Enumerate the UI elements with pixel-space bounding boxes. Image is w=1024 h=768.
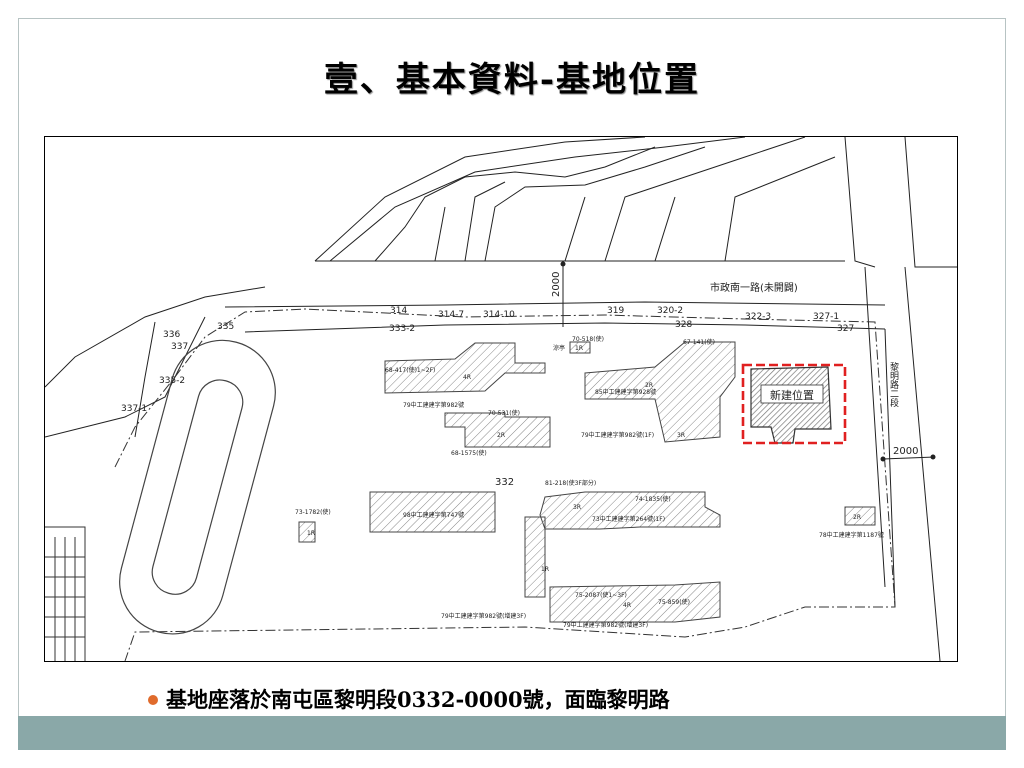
bullet-item: 基地座落於南屯區黎明段0332-0000號，面臨黎明路 (148, 684, 958, 714)
b8-code2: 75-859(使) (658, 598, 690, 606)
lot-335-2: 335-2 (159, 376, 185, 386)
lot-314-7: 314-7 (438, 310, 464, 320)
b6-floor: 1R (307, 530, 315, 537)
b7-permit: 73中工建建字第264號(1F) (592, 515, 665, 523)
bottom-bar (18, 716, 1006, 750)
new-site-label: 新建位置 (770, 388, 814, 402)
road-label-top: 市政南一路(未開闢) (710, 281, 798, 294)
bullet-icon (148, 694, 158, 705)
lot-314-10: 314-10 (483, 310, 515, 320)
buildings (298, 341, 876, 623)
campus-boundary (114, 308, 896, 661)
building-1 (384, 342, 546, 394)
b9-floor: 2R (853, 514, 861, 521)
b1-permit: 79中工建建字第982號 (403, 401, 464, 409)
b4-code: 67-141(使) (683, 338, 715, 346)
page-title: 壹、基本資料-基地位置 (323, 60, 701, 100)
lot-327: 327 (837, 324, 854, 334)
b6-code: 73-1782(使) (295, 508, 331, 516)
b7-floor: 3R (573, 504, 581, 511)
b3-floor: 1R (575, 345, 583, 352)
hillside-parcels (45, 137, 957, 438)
building-labels: 68-417(使)1~2F) 4R 79中工建建字第982號 70-531(使)… (295, 335, 884, 629)
lot-337: 337 (171, 342, 188, 352)
road-width-top: 2000 (551, 272, 562, 297)
building-8 (549, 581, 721, 623)
building-6 (298, 521, 316, 543)
lot-314: 314 (390, 306, 407, 316)
b7-code2: 74-1835(使) (635, 495, 671, 503)
dimension-markers: 2000 2000 (551, 261, 936, 462)
b8-code: 75-2087(使1~3F) (575, 591, 627, 599)
roads (224, 261, 941, 661)
b7-left-floor: 1R (541, 566, 549, 573)
site-location-map: 新建位置 2000 2000 市政南一路(未開闢) 黎明路二段 314 314-… (44, 136, 958, 662)
building-2 (444, 412, 551, 448)
b3-sub: 涼亭 (553, 344, 565, 352)
building-5 (369, 491, 496, 533)
building-9 (844, 506, 876, 526)
lot-332: 332 (495, 477, 514, 488)
b4-floor: 2R (645, 382, 653, 389)
running-track (119, 339, 276, 635)
lot-335: 335 (217, 322, 234, 332)
b4-permit2: 79中工建建字第982號(1F) (581, 431, 654, 439)
b8-permit1: 79中工建建字第982號(增建3F) (441, 612, 526, 620)
road-width-right: 2000 (893, 446, 918, 457)
b7-code: 81-218(使3F部分) (545, 479, 596, 487)
b2-floor: 2R (497, 432, 505, 439)
lot-320-2: 320-2 (657, 306, 683, 316)
lot-327-1: 327-1 (813, 312, 839, 322)
b2-sub: 68-1575(使) (451, 449, 487, 457)
b2-code: 70-531(使) (488, 409, 520, 417)
building-7-left (524, 516, 546, 598)
new-site-marker: 新建位置 (741, 363, 847, 445)
b4-permit: 85中工建建字第928號 (595, 388, 656, 396)
left-parcel-grid (45, 526, 86, 661)
lot-numbers: 314 314-7 314-10 319 320-2 322-3 327-1 3… (121, 306, 854, 488)
lot-337-1: 337-1 (121, 404, 147, 414)
b9-permit: 78中工建建字第1187號 (819, 531, 884, 539)
building-7 (539, 491, 721, 530)
b4-floor2: 3R (677, 432, 685, 439)
building-3 (569, 341, 591, 354)
b8-floor: 4R (623, 602, 631, 609)
bullet-text: 基地座落於南屯區黎明段0332-0000號，面臨黎明路 (166, 687, 670, 712)
lot-322-3: 322-3 (745, 312, 771, 322)
b1-code: 68-417(使)1~2F) (385, 366, 435, 374)
b8-permit2: 79中工建建字第982號(增建3F) (563, 621, 648, 629)
road-label-right: 黎明路二段 (888, 361, 899, 408)
site-plan-drawing: 新建位置 2000 2000 市政南一路(未開闢) 黎明路二段 314 314-… (45, 137, 957, 661)
building-4 (584, 341, 736, 443)
lot-333-2: 333-2 (389, 324, 415, 334)
lot-328: 328 (675, 320, 692, 330)
b1-floor: 4R (463, 374, 471, 381)
lot-319: 319 (607, 306, 624, 316)
b5-permit: 98中工建建字第747號 (403, 511, 464, 519)
lot-336: 336 (163, 330, 180, 340)
b3-code: 70-518(使) (572, 335, 604, 343)
